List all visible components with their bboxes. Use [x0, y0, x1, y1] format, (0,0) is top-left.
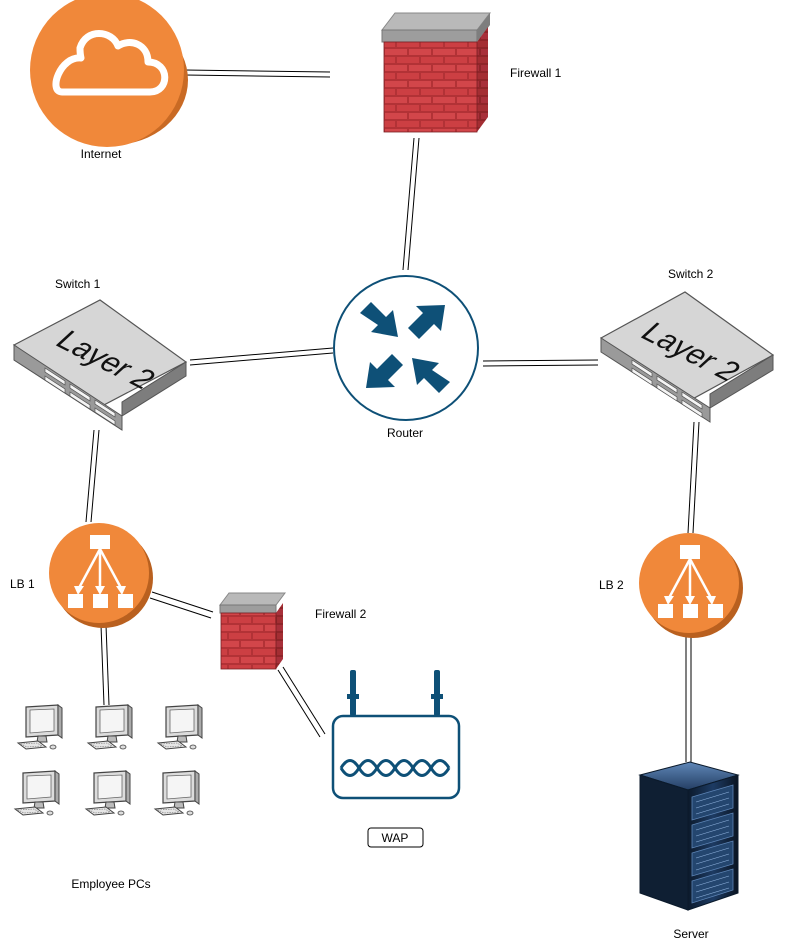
lb1-node[interactable]: LB 1: [10, 523, 153, 628]
link-router-switch1: [189, 347, 334, 366]
router-node[interactable]: Router: [333, 275, 479, 440]
load-balancer-icon: [68, 535, 133, 608]
firewall1-node[interactable]: Firewall 1: [380, 12, 562, 133]
link-switch1-lb1: [85, 429, 100, 523]
link-lb2-server: [685, 633, 692, 762]
switch1-label: Switch 1: [55, 277, 101, 291]
link-switch2-lb2: [687, 421, 700, 534]
link-lb1-employee-pcs: [100, 624, 110, 706]
desktop-computer-icon: [17, 704, 63, 750]
switch1-node[interactable]: Switch 1 Layer 2: [12, 277, 188, 431]
wireless-router-icon: [331, 670, 461, 800]
link-firewall2-wap: [277, 666, 326, 738]
internet-label: Internet: [81, 147, 122, 161]
layer2-switch-icon: Layer 2: [12, 299, 188, 431]
internet-node[interactable]: Internet: [30, 0, 188, 161]
brick-wall-icon: [219, 592, 286, 670]
firewall1-label: Firewall 1: [510, 66, 562, 80]
lb2-node[interactable]: LB 2: [599, 533, 743, 638]
link-firewall1-router: [402, 137, 420, 271]
desktop-computer-icon: [14, 770, 60, 816]
load-balancer-icon: [658, 545, 723, 618]
wap-node[interactable]: WAP: [331, 670, 461, 848]
cloud-icon: [52, 30, 169, 96]
link-internet-firewall1: [184, 69, 331, 78]
server-rack-icon: [638, 761, 740, 911]
desktop-computer-icon: [154, 770, 200, 816]
brick-wall-icon: [380, 12, 492, 133]
firewall2-label: Firewall 2: [315, 607, 367, 621]
wap-label: WAP: [382, 831, 409, 845]
layer2-switch-icon: Layer 2: [599, 291, 775, 423]
employee-pcs-node[interactable]: Employee PCs: [14, 704, 203, 891]
employee-pcs-label: Employee PCs: [71, 877, 150, 891]
switch2-node[interactable]: Switch 2 Layer 2: [599, 267, 775, 423]
desktop-computer-icon: [85, 770, 131, 816]
desktop-computer-icon: [157, 704, 203, 750]
wap-label-box: [367, 827, 424, 848]
server-label: Server: [673, 927, 708, 941]
link-router-switch2: [482, 359, 599, 367]
router-label: Router: [387, 426, 423, 440]
firewall2-node[interactable]: Firewall 2: [219, 592, 367, 670]
lb1-label: LB 1: [10, 577, 35, 591]
link-lb1-firewall2: [149, 591, 214, 619]
router-arrows-icon: [360, 302, 450, 393]
connections: [85, 69, 700, 762]
server-node[interactable]: Server: [638, 761, 740, 941]
lb2-label: LB 2: [599, 578, 624, 592]
switch2-label: Switch 2: [668, 267, 714, 281]
desktop-computer-icon: [87, 704, 133, 750]
